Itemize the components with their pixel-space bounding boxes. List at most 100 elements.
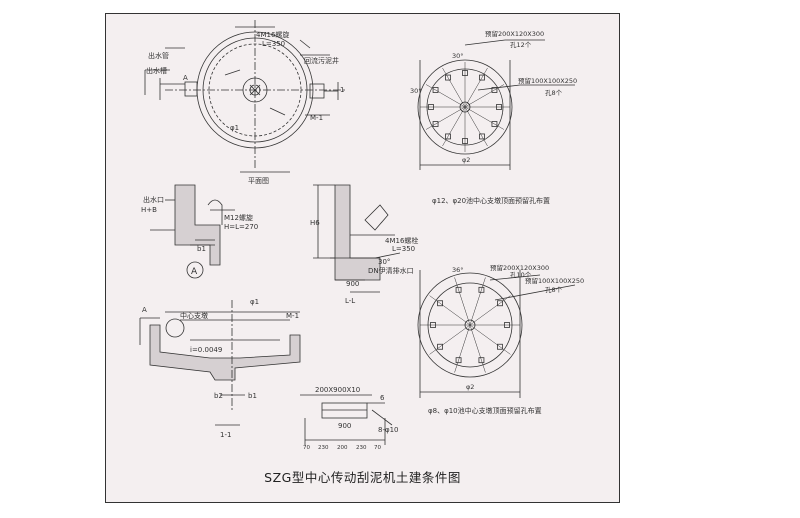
reserved-hole xyxy=(432,87,439,93)
col-bolt: 4M16螺栓 xyxy=(385,236,418,245)
reserved-hole xyxy=(462,138,468,144)
reserved-hole xyxy=(428,104,434,110)
spoke-line xyxy=(464,106,488,147)
bot-angle: 36° xyxy=(452,266,464,274)
plan-phi1: φ1 xyxy=(230,124,239,132)
col-drain: DN伊清排水口 xyxy=(368,266,414,275)
reserved-hole xyxy=(455,286,462,293)
spoke-line xyxy=(464,84,505,108)
top-reserve1: 预留200X120X300 xyxy=(485,29,544,38)
top-angle2: 30° xyxy=(410,87,422,95)
s11-b1: b1 xyxy=(248,392,257,400)
detail-a-circle: A xyxy=(191,267,198,277)
plan-m1: M-1 xyxy=(310,114,323,122)
bot-caption: φ8、φ10池中心支墩顶面预留孔布置 xyxy=(428,406,542,415)
s11-a: A xyxy=(142,306,147,314)
pier-steel: 8-φ10 xyxy=(378,426,399,434)
spoke-line xyxy=(469,324,511,355)
plan-title: 平面图 xyxy=(248,177,269,185)
plan-a-mark: A xyxy=(183,74,188,82)
spoke-line xyxy=(469,324,486,373)
detail-a-bolt: M12螺旋 xyxy=(224,213,253,222)
reserved-hole xyxy=(445,74,451,81)
plan-outlet-pipe: 出水管 xyxy=(148,51,169,60)
pier-six: 6 xyxy=(380,394,385,402)
plan-bolt-label: 4M16螺旋 xyxy=(256,30,289,39)
pier-detail xyxy=(300,394,393,445)
s11-title: 1-1 xyxy=(220,431,231,439)
top-hole-layout xyxy=(417,39,575,170)
plan-view xyxy=(144,20,345,173)
top-angle1: 30° xyxy=(452,52,464,60)
spoke-line xyxy=(425,106,466,130)
s11-slope: i=0.0049 xyxy=(190,346,222,354)
pier-dim-label: 70 xyxy=(374,445,381,451)
pier-w900: 900 xyxy=(338,422,351,430)
spoke-line xyxy=(425,84,466,108)
spoke-line xyxy=(469,295,511,326)
top-reserve2: 预留100X100X250 xyxy=(518,76,577,85)
spoke-line xyxy=(429,324,471,355)
bot-count2: 孔8个 xyxy=(545,286,563,294)
spoke-line xyxy=(454,277,471,326)
detail-a-hb: H+B xyxy=(141,206,157,214)
detail-a-b1: b1 xyxy=(197,245,206,253)
reserved-hole xyxy=(479,133,485,140)
plan-flush-well: 回流污泥井 xyxy=(304,56,339,65)
reserved-hole xyxy=(445,133,451,140)
top-count2: 孔8个 xyxy=(545,89,563,97)
pier-top-label: 200X900X10 xyxy=(315,386,360,394)
plan-bolt-length: L=350 xyxy=(262,40,285,48)
reserved-hole xyxy=(478,286,485,293)
col-angle: 30° xyxy=(378,258,390,266)
pier-dim-label: 200 xyxy=(337,445,348,451)
detail-a xyxy=(150,184,235,279)
s11-b2: b2 xyxy=(214,392,223,400)
spoke-line xyxy=(429,295,471,326)
spoke-line xyxy=(464,106,505,130)
reserved-hole xyxy=(437,300,443,307)
detail-a-length: H=L=270 xyxy=(224,223,258,231)
col-w900: 900 xyxy=(346,280,359,288)
top-count1: 孔12个 xyxy=(510,41,532,49)
reserved-hole xyxy=(462,70,468,76)
bottom-hole-layout xyxy=(417,270,576,398)
reserved-hole xyxy=(437,343,443,350)
plan-outlet-weir: 出水槽 xyxy=(146,66,167,75)
section-col xyxy=(313,184,401,293)
spoke-line xyxy=(464,67,488,108)
pier-dim-label: 230 xyxy=(356,445,367,451)
top-phi2: φ2 xyxy=(462,156,470,164)
spoke-line xyxy=(469,277,486,326)
spoke-line xyxy=(454,324,471,373)
spoke-line xyxy=(442,106,466,147)
bot-count1: 孔10个 xyxy=(510,271,532,279)
reserved-hole xyxy=(491,121,498,127)
reserved-hole xyxy=(430,322,436,328)
s11-phi1: φ1 xyxy=(250,298,259,306)
reserved-hole xyxy=(504,322,510,328)
pier-dim-label: 230 xyxy=(318,445,329,451)
detail-a-outlet: 出水口 xyxy=(143,195,164,204)
reserved-hole xyxy=(496,104,502,110)
bot-phi2: φ2 xyxy=(466,383,474,391)
col-h6: H6 xyxy=(310,219,320,227)
bot-reserve1: 预留200X120X300 xyxy=(490,263,549,272)
section-11 xyxy=(139,300,301,426)
s11-m1: M-1 xyxy=(286,312,299,320)
reserved-hole xyxy=(491,87,498,93)
reserved-hole xyxy=(479,74,485,81)
col-length: L=350 xyxy=(392,245,415,253)
top-caption: φ12、φ20池中心支墩顶面预留孔布置 xyxy=(432,196,550,205)
spoke-line xyxy=(442,67,466,108)
reserved-hole xyxy=(497,300,503,307)
reserved-hole xyxy=(497,343,503,350)
reserved-hole xyxy=(478,357,485,364)
reserved-hole xyxy=(455,357,462,364)
col-title: L-L xyxy=(345,297,355,305)
drawing-caption: SZG型中心传动刮泥机土建条件图 xyxy=(264,470,461,485)
reserved-hole xyxy=(432,121,439,127)
s11-center-support: 中心支墩 xyxy=(180,311,208,320)
bot-reserve2: 预留100X100X250 xyxy=(525,276,584,285)
